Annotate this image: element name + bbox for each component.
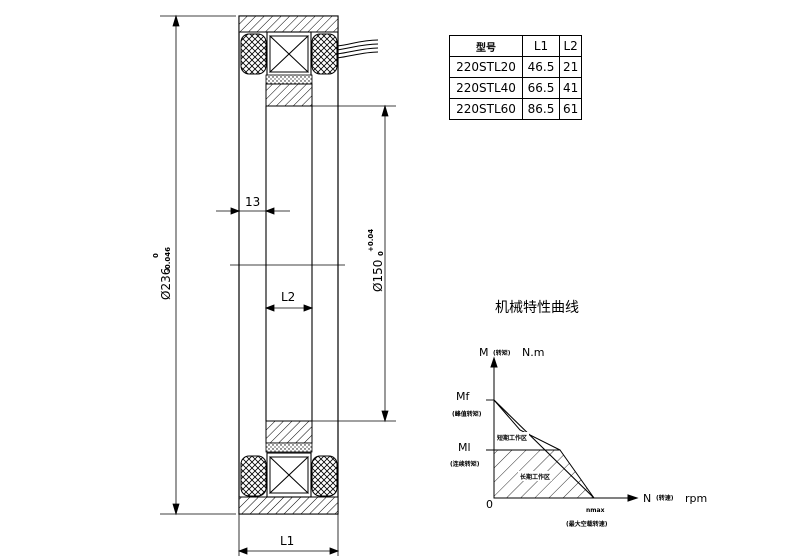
table-cell-l2: 61 bbox=[558, 98, 583, 120]
width-13-label: 13 bbox=[245, 195, 260, 209]
top-left-coil bbox=[240, 33, 267, 75]
lead-wires bbox=[336, 39, 379, 59]
nmax-label: nmax bbox=[586, 507, 605, 514]
width-13-dimension bbox=[216, 207, 290, 215]
x-axis-label: N bbox=[643, 492, 651, 505]
ml-desc: (连续转矩) bbox=[450, 460, 480, 468]
short-term-zone bbox=[493, 398, 561, 451]
model-spec-table: 型号 L1 L2 220STL20 46.5 21 220STL40 66.5 … bbox=[449, 35, 583, 120]
table-cell-model: 220STL60 bbox=[449, 98, 523, 120]
table-cell-model: 220STL20 bbox=[449, 56, 523, 78]
outer-diameter-tol-upper: 0 bbox=[152, 253, 160, 258]
table-header-l1: L1 bbox=[522, 35, 560, 57]
l2-dimension bbox=[264, 304, 314, 312]
table-cell-l1: 86.5 bbox=[522, 98, 560, 120]
y-axis-unit: N.m bbox=[522, 346, 544, 359]
inner-diameter-tol-lower: 0 bbox=[377, 251, 385, 256]
inner-diameter-dimension bbox=[312, 104, 396, 423]
x-axis-unit: rpm bbox=[685, 492, 707, 505]
table-row: 220STL40 66.5 41 bbox=[449, 77, 583, 99]
mf-label: Mf bbox=[456, 390, 470, 403]
l2-label: L2 bbox=[281, 290, 295, 304]
curve-title: 机械特性曲线 bbox=[495, 300, 579, 316]
y-axis-label-cn: (转矩) bbox=[493, 349, 511, 357]
bottom-right-coil bbox=[311, 455, 338, 497]
bottom-rotor bbox=[265, 420, 313, 444]
long-zone-label: 长期工作区 bbox=[520, 473, 550, 481]
table-header-row: 型号 L1 L2 bbox=[449, 35, 583, 57]
mf-desc: (峰值转矩) bbox=[452, 410, 482, 418]
x-axis-label-cn: (转速) bbox=[656, 494, 674, 502]
table-cell-l2: 21 bbox=[558, 56, 583, 78]
y-axis-label: M bbox=[479, 346, 489, 359]
table-header-l2: L2 bbox=[558, 35, 583, 57]
top-housing-band bbox=[238, 15, 339, 33]
table-cell-l2: 41 bbox=[558, 77, 583, 99]
top-epoxy-strip bbox=[265, 74, 313, 85]
short-zone-label: 短期工作区 bbox=[497, 434, 527, 442]
bottom-left-coil bbox=[240, 455, 267, 497]
cross-section bbox=[230, 15, 379, 515]
table-cell-l1: 46.5 bbox=[522, 56, 560, 78]
outer-diameter-label: Ø236 bbox=[159, 268, 173, 300]
table-row: 220STL60 86.5 61 bbox=[449, 98, 583, 120]
outer-diameter-dimension bbox=[160, 14, 236, 516]
l1-label: L1 bbox=[280, 534, 294, 548]
top-rotor bbox=[265, 83, 313, 107]
bottom-epoxy-strip bbox=[265, 442, 313, 453]
outer-diameter-tol-lower: -0.046 bbox=[164, 247, 172, 272]
table-header-model: 型号 bbox=[449, 35, 523, 57]
table-cell-model: 220STL40 bbox=[449, 77, 523, 99]
inner-diameter-label: Ø150 bbox=[371, 260, 385, 292]
table-row: 220STL20 46.5 21 bbox=[449, 56, 583, 78]
table-cell-l1: 66.5 bbox=[522, 77, 560, 99]
l1-dimension bbox=[237, 514, 340, 556]
origin-label: 0 bbox=[486, 498, 493, 511]
bottom-housing-band bbox=[238, 496, 339, 515]
ml-label: Ml bbox=[458, 441, 471, 454]
peak-torque-line bbox=[493, 399, 595, 499]
nmax-desc: (最大空载转速) bbox=[566, 520, 608, 528]
top-right-coil bbox=[311, 33, 338, 75]
inner-diameter-tol-upper: +0.04 bbox=[367, 229, 375, 252]
